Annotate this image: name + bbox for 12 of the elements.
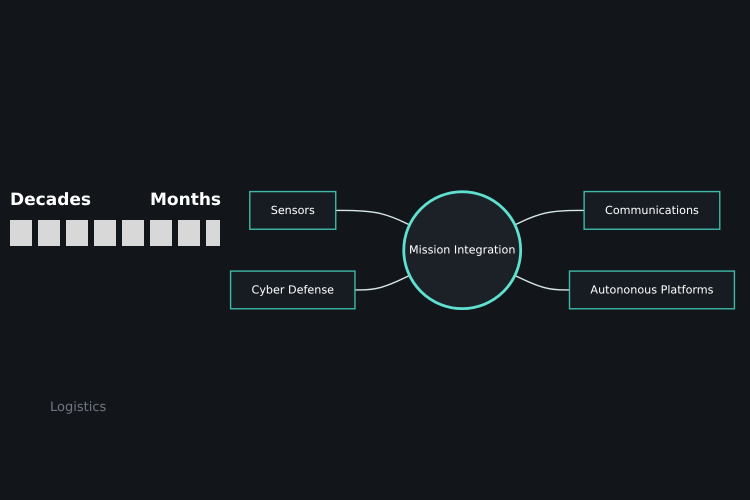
background-label: Logistics bbox=[50, 400, 106, 415]
node-box: Cyber Defense bbox=[230, 270, 356, 310]
node-box: Communications bbox=[583, 190, 720, 230]
connector bbox=[354, 274, 410, 290]
connector bbox=[336, 210, 410, 226]
timeline-label: Decades bbox=[10, 190, 92, 210]
timeline-label: Months bbox=[150, 190, 222, 210]
node-circle: Mission Integration bbox=[402, 190, 522, 310]
node-box: Autononous Platforms bbox=[568, 270, 736, 310]
connector bbox=[514, 210, 584, 226]
connector bbox=[514, 274, 570, 290]
node-box: Sensors bbox=[249, 190, 336, 230]
